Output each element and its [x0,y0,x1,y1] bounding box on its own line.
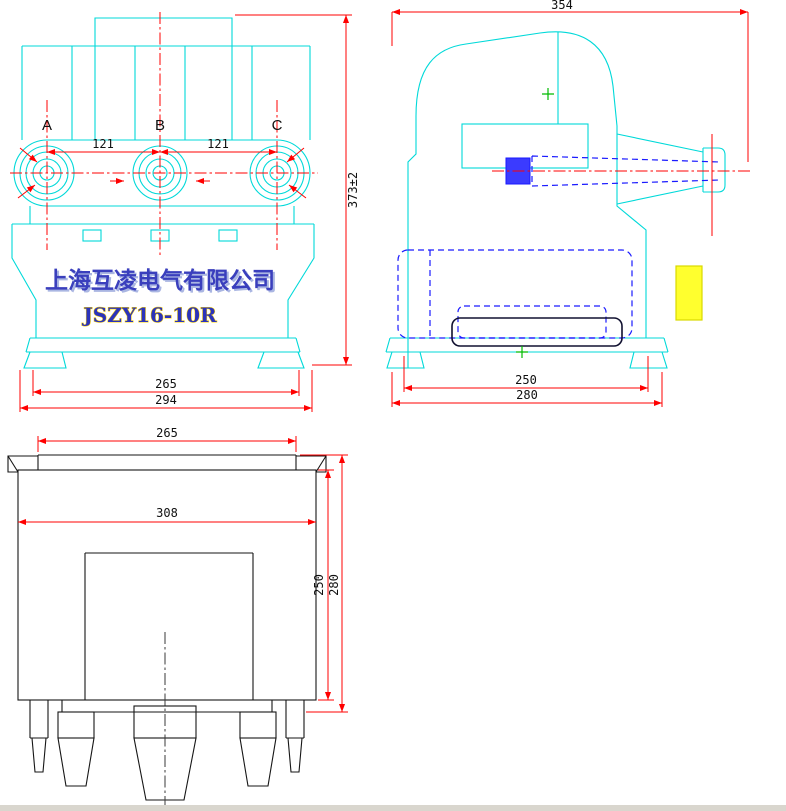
nameplate-highlight [675,265,703,321]
side-hidden-lines [397,155,721,347]
dim-label-base-outer-front: 294 [155,393,177,407]
company-name-shadow: 上海互凌电气有限公司 [47,269,277,296]
dim-label-body-width: 308 [156,506,178,520]
dim-label-width-side: 354 [551,0,573,12]
front-body-outline [11,17,315,369]
phase-label-a: A [42,117,52,134]
dim-label-depth-inner: 250 [312,574,326,596]
front-dimension-lines [17,14,352,412]
dim-label-base-inner-side: 250 [515,373,537,387]
snap-markers [516,88,554,358]
dim-label-pitch-ab: 121 [92,137,114,151]
dim-label-flange-width: 265 [156,426,178,440]
bottom-view: 265 308 250 280 [7,426,348,809]
side-view: 354 250 280 [385,0,750,407]
side-dimension-lines [391,8,749,407]
dim-label-base-inner-front: 265 [155,377,177,391]
window-bottom-edge [0,805,786,811]
company-name: 上海互凌电气有限公司 [45,267,275,294]
front-view: A B C 121 121 373±2 265 294 上海互凌电气有限公司 上… [10,12,360,412]
dim-label-base-outer-side: 280 [516,388,538,402]
phase-label-c: C [272,117,283,134]
dim-label-pitch-bc: 121 [207,137,229,151]
bottom-dimension-lines [18,436,348,713]
side-centerlines [492,134,750,236]
base-duct-outline [451,317,623,347]
model-number: JSZY16-10R [81,303,217,327]
front-centerlines [10,12,318,258]
dim-label-depth-outer: 280 [327,574,341,596]
phase-label-b: B [155,117,165,134]
dim-label-height: 373±2 [346,172,360,208]
